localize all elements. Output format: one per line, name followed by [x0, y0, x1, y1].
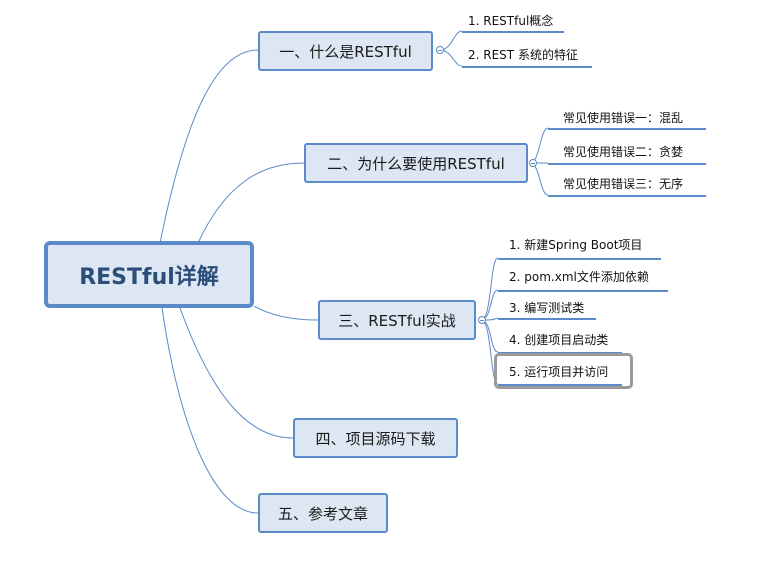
subtopic-mistake-greedy[interactable]: 常见使用错误二：贪婪: [563, 145, 684, 159]
subtopic-write-test[interactable]: 3. 编写测试类: [509, 301, 585, 315]
topic-source-download[interactable]: 四、项目源码下载: [293, 418, 458, 458]
subtopic-pom-dependency[interactable]: 2. pom.xml文件添加依赖: [509, 270, 649, 284]
link-topic1-child2: [439, 49, 463, 67]
link-root-topic-4: [179, 307, 294, 439]
link-root-topic-2: [197, 162, 305, 244]
link-root-topic-5: [161, 307, 259, 514]
topic-restful-practice[interactable]: 三、RESTful实战: [318, 300, 476, 340]
topic-label: 一、什么是RESTful: [279, 42, 412, 61]
topic-references[interactable]: 五、参考文章: [258, 493, 388, 533]
link-topic2-child1: [529, 127, 549, 164]
collapse-icon[interactable]: [529, 159, 537, 167]
collapse-icon[interactable]: [478, 316, 486, 324]
subtopic-restful-concept[interactable]: 1. RESTful概念: [468, 14, 554, 28]
link-topic2-child3: [529, 162, 549, 196]
subtopic-new-spring-boot[interactable]: 1. 新建Spring Boot项目: [509, 238, 643, 252]
subtopic-run-and-visit[interactable]: 5. 运行项目并访问: [509, 365, 609, 379]
root-topic-label: RESTful详解: [79, 264, 219, 290]
subtopic-mistake-chaos[interactable]: 常见使用错误一：混乱: [563, 111, 684, 125]
root-topic[interactable]: RESTful详解: [44, 241, 254, 308]
collapse-icon[interactable]: [436, 46, 444, 54]
topic-what-is-restful[interactable]: 一、什么是RESTful: [258, 31, 433, 71]
subtopic-startup-class[interactable]: 4. 创建项目启动类: [509, 333, 609, 347]
link-topic3-child4: [480, 319, 499, 353]
topic-label: 三、RESTful实战: [338, 311, 456, 330]
subtopic-mistake-disorder[interactable]: 常见使用错误三：无序: [563, 177, 684, 191]
subtopic-rest-features[interactable]: 2. REST 系统的特征: [468, 48, 578, 62]
topic-why-use-restful[interactable]: 二、为什么要使用RESTful: [304, 143, 528, 183]
link-root-topic-1: [159, 49, 259, 244]
link-root-topic-3: [253, 305, 319, 321]
topic-label: 四、项目源码下载: [315, 429, 436, 448]
topic-label: 二、为什么要使用RESTful: [327, 154, 505, 173]
topic-label: 五、参考文章: [277, 504, 368, 523]
selected-subtopic-frame: [494, 353, 633, 389]
